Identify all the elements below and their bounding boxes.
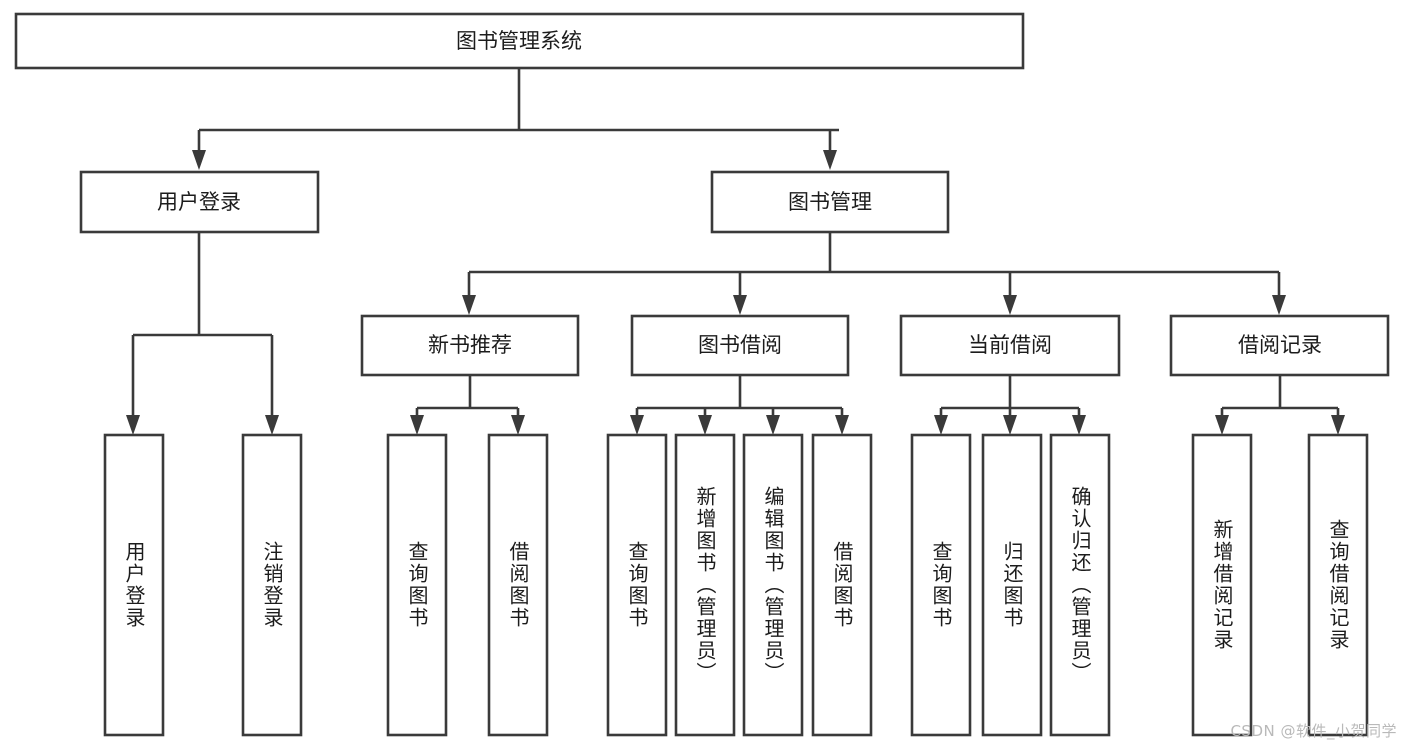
arrow-head-leaf-logout: [265, 415, 279, 435]
arrow-head-leaf-cb-return: [1003, 415, 1017, 435]
arrow-head-leaf-br-add: [1215, 415, 1229, 435]
node-label-current-borrow: 当前借阅: [968, 333, 1052, 357]
leaf-node-bb-edit-book[interactable]: 编辑图书（管理员）: [742, 433, 804, 737]
arrow-head-leaf-cb-query: [934, 415, 948, 435]
leaf-label-cb-confirm-return: 确认归还（管理员）: [1068, 486, 1092, 684]
connector-group-root: [192, 68, 839, 170]
arrow-head-leaf-bb-edit: [766, 415, 780, 435]
leaf-label-bb-query-book: 查询图书: [625, 541, 649, 629]
leaf-box-bb-edit-book: [742, 433, 804, 737]
connector-group-user-login-leaves: [126, 232, 279, 435]
arrow-head-leaf-user-login: [126, 415, 140, 435]
node-book-borrow[interactable]: 图书借阅: [630, 314, 850, 377]
leaf-node-logout[interactable]: 注销登录: [241, 433, 303, 737]
leaf-node-bb-add-book[interactable]: 新增图书（管理员）: [674, 433, 736, 737]
leaf-node-user-login[interactable]: 用户登录: [103, 433, 165, 737]
leaf-label-bb-add-book: 新增图书（管理员）: [693, 486, 717, 684]
arrow-head-leaf-bb-borrow: [835, 415, 849, 435]
node-box-system-root: [14, 12, 1025, 70]
leaf-box-cb-return-book: [981, 433, 1043, 737]
leaf-text-wrap-cb-confirm-return: 确认归还（管理员）: [1068, 486, 1092, 684]
leaf-label-user-login: 用户登录: [122, 541, 146, 629]
node-box-book-borrow: [630, 314, 850, 377]
leaf-label-br-query-record: 查询借阅记录: [1326, 519, 1350, 651]
leaf-node-cb-return-book[interactable]: 归还图书: [981, 433, 1043, 737]
leaf-text-wrap-user-login: 用户登录: [122, 541, 146, 629]
leaf-node-nb-query-book[interactable]: 查询图书: [386, 433, 448, 737]
leaf-node-cb-confirm-return[interactable]: 确认归还（管理员）: [1049, 433, 1111, 737]
leaf-label-logout: 注销登录: [260, 541, 284, 629]
node-box-current-borrow: [899, 314, 1121, 377]
leaf-label-nb-query-book: 查询图书: [405, 541, 429, 629]
node-borrow-record[interactable]: 借阅记录: [1169, 314, 1390, 377]
arrow-head-leaf-nb-query: [410, 415, 424, 435]
leaf-text-wrap-bb-query-book: 查询图书: [625, 541, 649, 629]
arrow-head-leaf-bb-query: [630, 415, 644, 435]
leaf-text-wrap-br-query-record: 查询借阅记录: [1326, 519, 1350, 651]
node-user-login[interactable]: 用户登录: [79, 170, 320, 234]
leaf-text-wrap-cb-return-book: 归还图书: [1000, 541, 1024, 629]
node-box-new-book-recommend: [360, 314, 580, 377]
node-label-book-borrow: 图书借阅: [698, 333, 782, 357]
leaf-node-br-query-record[interactable]: 查询借阅记录: [1307, 433, 1369, 737]
arrow-head-leaf-nb-borrow: [511, 415, 525, 435]
leaf-box-nb-borrow-book: [487, 433, 549, 737]
leaf-label-cb-return-book: 归还图书: [1000, 541, 1024, 629]
arrow-head-borrow-record: [1272, 295, 1286, 315]
arrow-head-book-mgmt: [823, 150, 837, 170]
leaf-label-br-add-record: 新增借阅记录: [1210, 519, 1234, 651]
node-label-borrow-record: 借阅记录: [1238, 333, 1322, 357]
connector-group-new-book-leaves: [410, 375, 525, 435]
connector-group-book-management: [462, 232, 1286, 315]
node-box-borrow-record: [1169, 314, 1390, 377]
node-label-user-login: 用户登录: [157, 190, 241, 214]
node-book-management[interactable]: 图书管理: [710, 170, 950, 234]
leaf-label-cb-query-book: 查询图书: [929, 541, 953, 629]
leaf-box-logout: [241, 433, 303, 737]
leaf-node-nb-borrow-book[interactable]: 借阅图书: [487, 433, 549, 737]
connector-group-current-borrow-leaves: [934, 375, 1086, 435]
leaf-text-wrap-nb-query-book: 查询图书: [405, 541, 429, 629]
leaf-node-cb-query-book[interactable]: 查询图书: [910, 433, 972, 737]
arrow-head-book-borrow: [733, 295, 747, 315]
node-box-book-management: [710, 170, 950, 234]
leaf-box-cb-query-book: [910, 433, 972, 737]
leaf-node-bb-borrow-book[interactable]: 借阅图书: [811, 433, 873, 737]
leaf-text-wrap-bb-borrow-book: 借阅图书: [830, 541, 854, 629]
leaf-text-wrap-bb-add-book: 新增图书（管理员）: [693, 486, 717, 684]
node-system-root[interactable]: 图书管理系统: [14, 12, 1025, 70]
leaf-box-br-query-record: [1307, 433, 1369, 737]
leaf-box-nb-query-book: [386, 433, 448, 737]
arrow-head-leaf-br-query: [1331, 415, 1345, 435]
leaf-node-bb-query-book[interactable]: 查询图书: [606, 433, 668, 737]
node-current-borrow[interactable]: 当前借阅: [899, 314, 1121, 377]
arrow-head-user-login: [192, 150, 206, 170]
leaf-box-bb-borrow-book: [811, 433, 873, 737]
arrow-head-current-borrow: [1003, 295, 1017, 315]
node-label-book-management: 图书管理: [788, 190, 872, 214]
arrow-head-new-book: [462, 295, 476, 315]
connector-group-borrow-record-leaves: [1215, 375, 1345, 435]
leaf-text-wrap-logout: 注销登录: [260, 541, 284, 629]
leaf-label-bb-borrow-book: 借阅图书: [830, 541, 854, 629]
leaf-box-br-add-record: [1191, 433, 1253, 737]
leaf-label-bb-edit-book: 编辑图书（管理员）: [761, 486, 785, 684]
leaf-text-wrap-cb-query-book: 查询图书: [929, 541, 953, 629]
leaf-box-cb-confirm-return: [1049, 433, 1111, 737]
leaf-box-user-login: [103, 433, 165, 737]
node-new-book-recommend[interactable]: 新书推荐: [360, 314, 580, 377]
arrow-head-leaf-bb-add: [698, 415, 712, 435]
leaf-text-wrap-br-add-record: 新增借阅记录: [1210, 519, 1234, 651]
leaf-text-wrap-nb-borrow-book: 借阅图书: [506, 541, 530, 629]
leaf-box-bb-add-book: [674, 433, 736, 737]
node-label-system-root: 图书管理系统: [456, 29, 582, 53]
leaf-label-nb-borrow-book: 借阅图书: [506, 541, 530, 629]
leaf-node-br-add-record[interactable]: 新增借阅记录: [1191, 433, 1253, 737]
connector-group-book-borrow-leaves: [630, 375, 849, 435]
leaf-box-bb-query-book: [606, 433, 668, 737]
leaf-text-wrap-bb-edit-book: 编辑图书（管理员）: [761, 486, 785, 684]
arrow-head-leaf-cb-confirm: [1072, 415, 1086, 435]
node-label-new-book-recommend: 新书推荐: [428, 333, 512, 357]
